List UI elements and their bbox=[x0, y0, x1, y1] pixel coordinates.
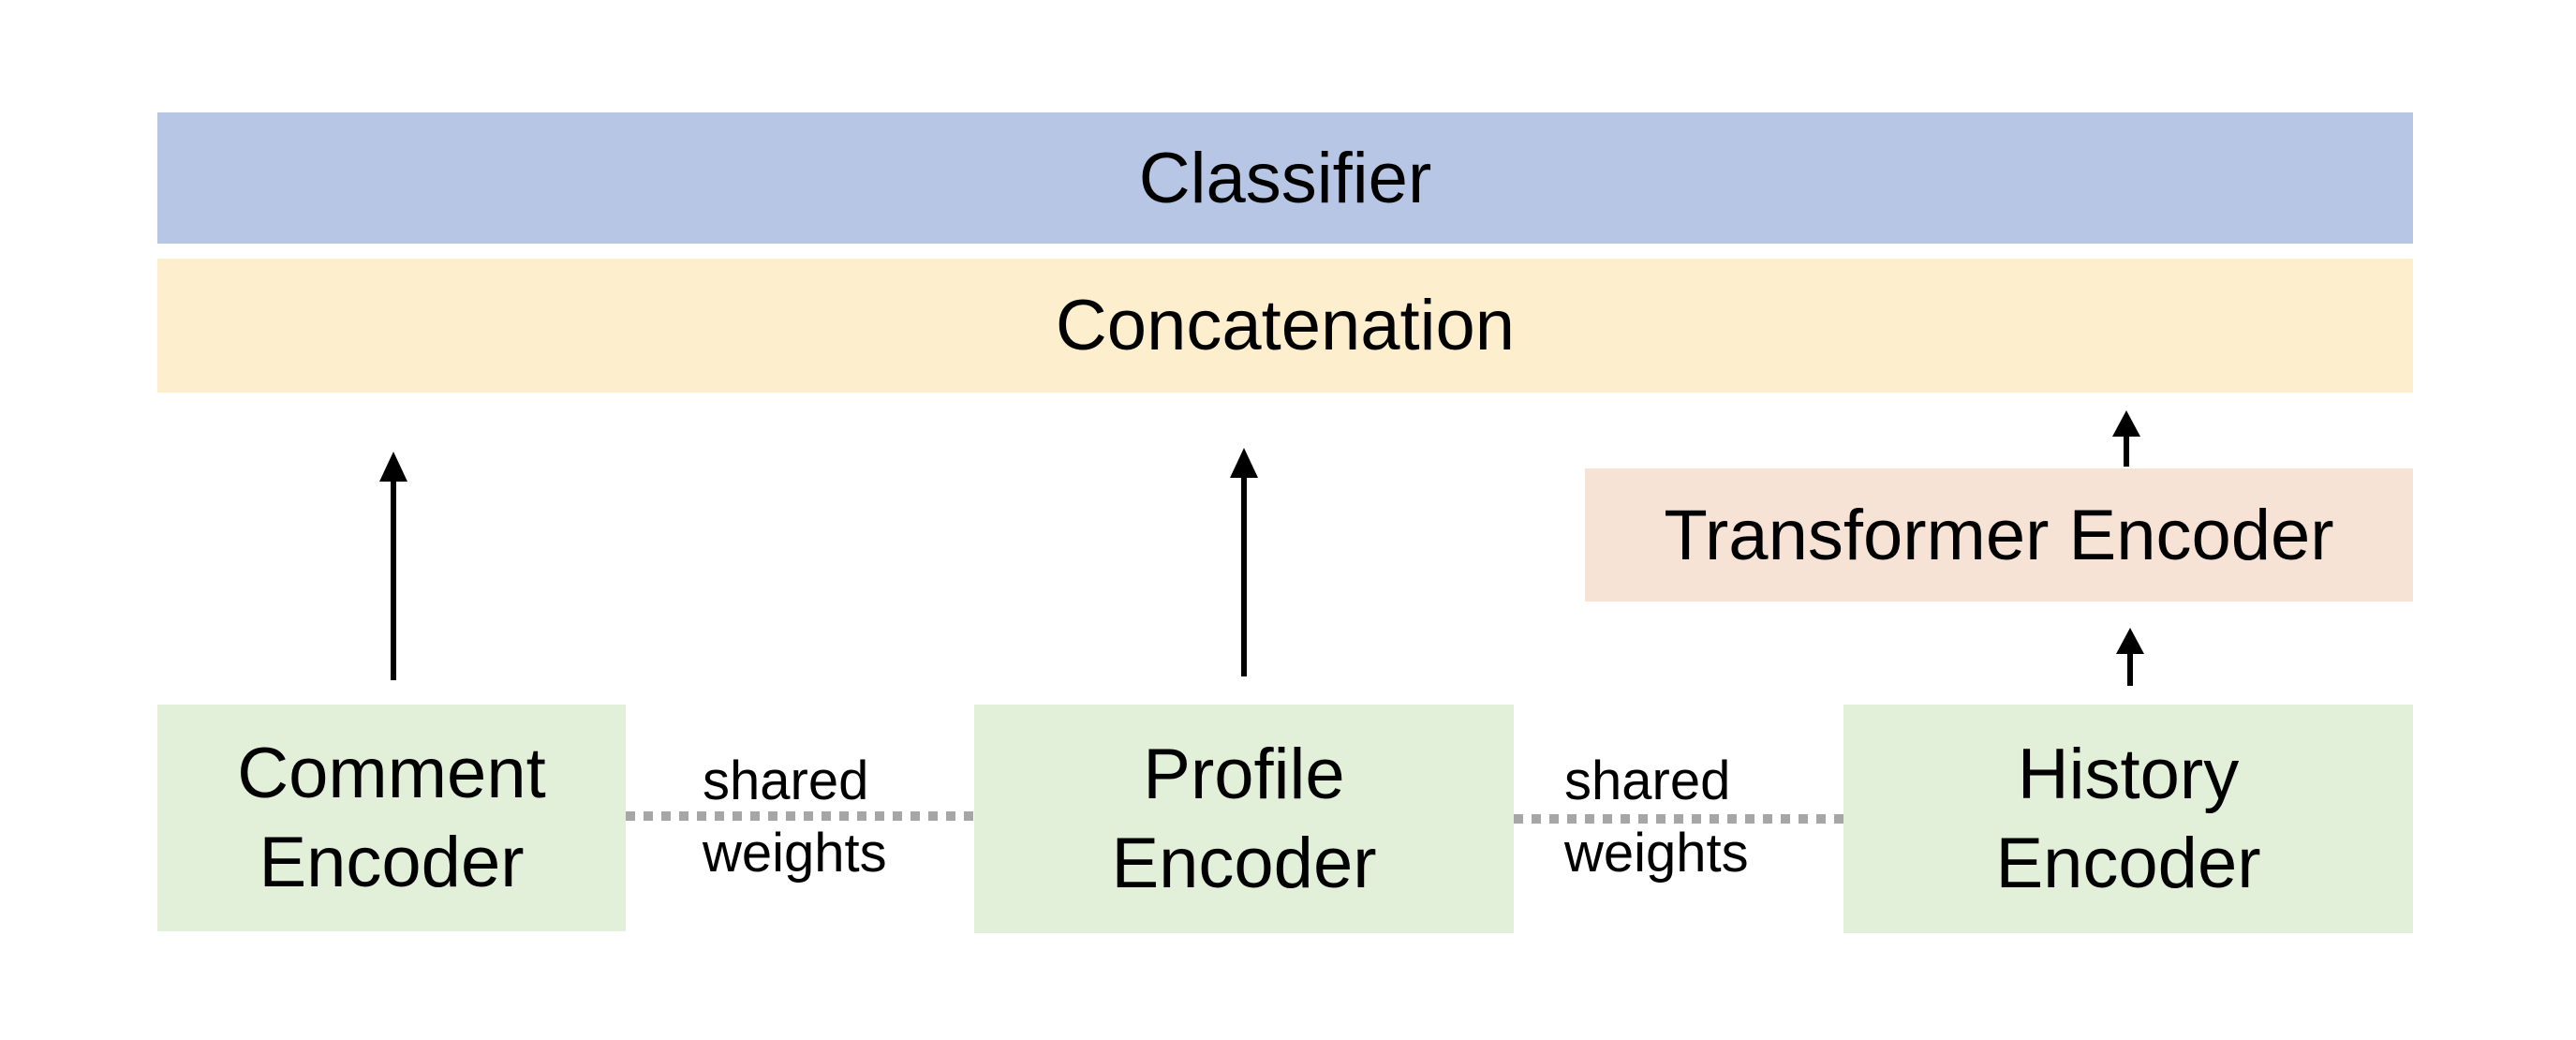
shared-weights-label-left: shared weights bbox=[703, 746, 887, 889]
transformer-to-concat-arrowhead bbox=[2112, 410, 2140, 437]
history-encoder-label-line2: Encoder bbox=[1995, 824, 2261, 903]
transformer-encoder-box: Transformer Encoder bbox=[1585, 468, 2413, 602]
shared-weights-label-right: shared weights bbox=[1564, 746, 1749, 889]
profile-to-concat-arrowhead bbox=[1230, 448, 1258, 478]
history-encoder-label-line1: History bbox=[2017, 735, 2240, 814]
comment-encoder-box: Comment Encoder bbox=[157, 705, 626, 931]
shared-weights-left-line2: weights bbox=[703, 822, 887, 884]
classifier-label: Classifier bbox=[1138, 138, 1432, 218]
comment-encoder-label-line1: Comment bbox=[237, 734, 546, 813]
transformer-encoder-label: Transformer Encoder bbox=[1664, 495, 2334, 575]
comment-to-concat-arrowhead bbox=[379, 452, 407, 482]
profile-encoder-label-line2: Encoder bbox=[1111, 824, 1377, 903]
profile-encoder-label-line1: Profile bbox=[1143, 735, 1345, 814]
profile-encoder-box: Profile Encoder bbox=[974, 705, 1514, 933]
shared-weights-right-line1: shared bbox=[1564, 750, 1731, 811]
shared-weights-right-line2: weights bbox=[1564, 822, 1749, 884]
concatenation-box: Concatenation bbox=[157, 259, 2413, 393]
history-encoder-box: History Encoder bbox=[1843, 705, 2413, 933]
history-to-transformer-arrowhead bbox=[2116, 628, 2144, 654]
comment-encoder-label-line2: Encoder bbox=[259, 823, 525, 902]
shared-weights-left-line1: shared bbox=[703, 750, 869, 811]
classifier-box: Classifier bbox=[157, 112, 2413, 244]
concatenation-label: Concatenation bbox=[1055, 286, 1516, 365]
